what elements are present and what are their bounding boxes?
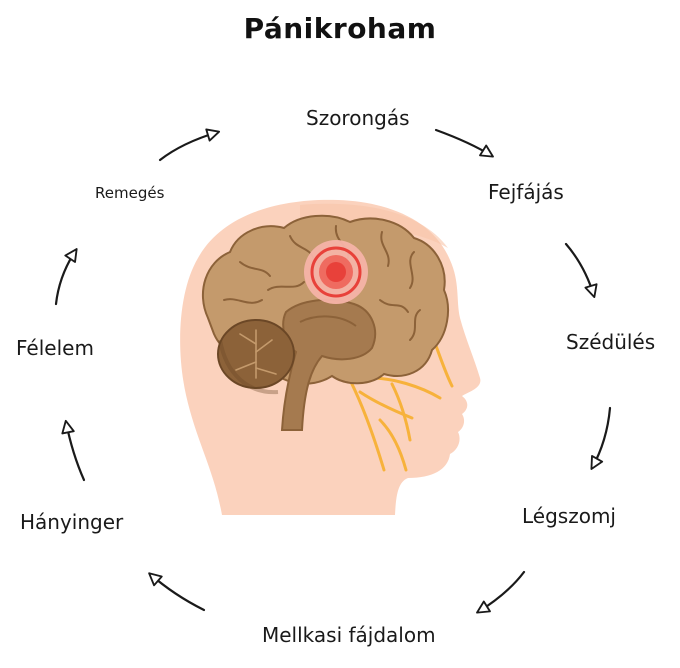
cycle-label-mellkasi-fajdalom: Mellkasi fájdalom: [262, 623, 436, 647]
diagram-title: Pánikroham: [243, 12, 437, 45]
cycle-label-remeges: Remegés: [95, 184, 165, 202]
cycle-arrow-icon: [434, 128, 494, 158]
cycle-arrow-icon: [54, 248, 78, 306]
cycle-label-legszomj: Légszomj: [522, 504, 616, 528]
cycle-arrows: [54, 128, 612, 614]
cerebellum-icon: [217, 319, 295, 389]
cycle-label-szedules: Szédülés: [566, 330, 656, 354]
cycle-arrow-icon: [158, 128, 221, 162]
cycle-arrow-icon: [61, 419, 86, 482]
cycle-label-felelem: Félelem: [16, 336, 94, 360]
cycle-arrow-icon: [564, 242, 598, 299]
pain-target-icon: [304, 240, 368, 304]
cycle-arrow-icon: [476, 570, 526, 614]
cycle-label-szorongas: Szorongás: [306, 106, 410, 130]
cycle-arrow-icon: [148, 572, 206, 612]
cycle-label-fejfajas: Fejfájás: [488, 180, 564, 204]
cycle-arrow-icon: [590, 406, 612, 470]
cycle-label-hanyinger: Hányinger: [20, 510, 124, 534]
